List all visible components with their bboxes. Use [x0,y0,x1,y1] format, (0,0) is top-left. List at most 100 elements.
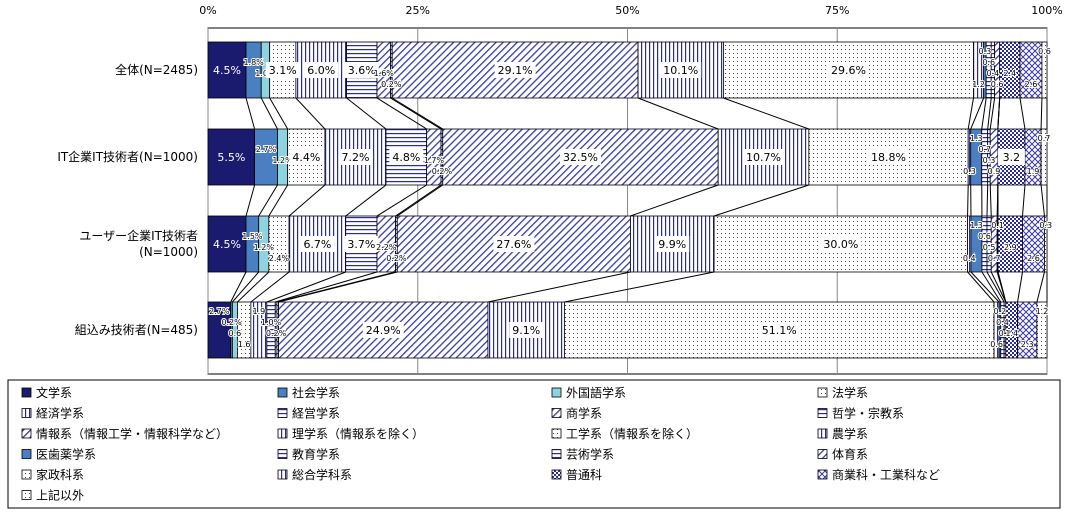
connector-line [967,97,974,130]
connector-line [1040,184,1045,217]
connector-line [564,271,715,303]
category-label: (N=1000) [139,245,198,259]
connector-line [288,184,326,217]
legend-swatch [21,449,32,459]
data-label: 0.7 [978,145,991,154]
data-label-bg [344,236,379,252]
legend-entry: 芸術学系 [566,447,614,462]
connector-line [391,97,444,130]
bar-segment [1036,301,1048,359]
data-label: 4.5% [213,64,241,77]
legend-swatch [21,428,32,439]
legend-swatch [551,387,562,398]
data-label: 0.4 [987,69,1000,78]
legend-swatch [551,469,562,480]
data-label: 1.4 [1005,329,1018,338]
connector-line [986,184,989,217]
connector-line [981,271,1002,303]
connector-line [1036,271,1045,303]
legend-entry: 体育系 [832,447,868,462]
legend-entry: 文学系 [36,385,72,400]
data-label: 1.2% [254,243,275,252]
data-label-bg [820,236,862,252]
connector-line [989,97,996,130]
bar-segment [207,41,247,99]
connector-line [630,184,719,217]
data-label: 6.0% [307,64,335,77]
connector-line [275,271,378,303]
category-label: 全体(N=2485) [115,62,198,77]
data-label: 0.2 [994,307,1007,316]
data-label: 2.3 [1021,340,1034,349]
connector-line [1021,184,1026,217]
legend-entry: 家政科系 [36,467,84,482]
data-label: 5.5% [217,151,245,164]
connector-line [345,184,387,217]
bar-segment [1017,301,1038,359]
data-label: 3.1% [269,64,297,77]
category-label: 組込み技術者(N=485) [75,323,198,337]
data-label: 0.2 [999,329,1012,338]
data-label-bg [997,149,1025,165]
connector-line [713,184,810,217]
connector-line [266,271,346,303]
legend-swatch [21,469,32,480]
connector-line [967,184,969,217]
data-label: 0.6 [1038,47,1051,56]
legend-entry: 商業科・工業科など [832,467,940,482]
legend-swatch [277,469,288,480]
data-label: 3.7% [347,238,375,251]
data-label-bg [304,62,339,78]
data-label-bg [655,236,690,252]
data-label: 2.4% [269,254,290,263]
data-label: 0.4 [963,254,976,263]
data-label-bg [338,149,373,165]
bar-segment [1044,215,1048,273]
legend-swatch [551,449,562,459]
data-label: 1.3 [970,134,983,143]
data-labels: 4.5%1.8%1.0%3.1%6.0%3.6%1.6%0.2%29.1%10.… [208,46,1053,350]
connector-line [230,271,247,303]
data-label-bg [509,322,544,338]
data-label: 0.2% [386,254,407,263]
category-labels: 全体(N=2485)IT企業IT技術者(N=1000)ユーザー企業IT技術者(N… [57,62,198,337]
data-label: 3.6% [348,64,376,77]
legend-entry: 社会学系 [292,385,340,400]
connector-line [260,97,278,130]
data-label: 1.0% [261,318,282,327]
legend-swatch [21,408,32,418]
data-label: 2.9 [1004,243,1017,252]
data-label: 0.2% [381,80,402,89]
data-label: 1.2 [972,80,985,89]
data-label: 1.9 [1027,167,1040,176]
connector-line [970,271,1000,303]
data-label: 2.6 [1025,80,1038,89]
connector-line [346,97,387,130]
data-label: 7.2% [341,151,369,164]
data-label: 30.0% [823,238,858,251]
connector-line [1040,97,1043,130]
connector-line [1017,271,1023,303]
bar-segment [997,215,1023,273]
data-label-bg [660,62,702,78]
data-label: 4.4% [292,151,320,164]
data-label: 24.9% [366,324,401,337]
data-label: 3.2 [1003,151,1021,164]
connector-line [986,271,1005,303]
data-label: 0.4 [996,318,1009,327]
data-label: 0.7 [1038,134,1051,143]
legend-entry: 哲学・宗教系 [832,406,904,421]
data-label-bg [362,322,404,338]
legend-entry: 経済学系 [36,406,84,421]
bar-segment [396,215,631,273]
data-label-bg [743,149,785,165]
data-label: 2.7% [209,307,230,316]
data-label: 0.6 [991,80,1004,89]
connector-line [258,184,278,217]
data-label: 1.6% [374,69,395,78]
data-label-bg [289,149,324,165]
data-label: 0.6 [982,58,995,67]
data-label-bg [827,62,869,78]
